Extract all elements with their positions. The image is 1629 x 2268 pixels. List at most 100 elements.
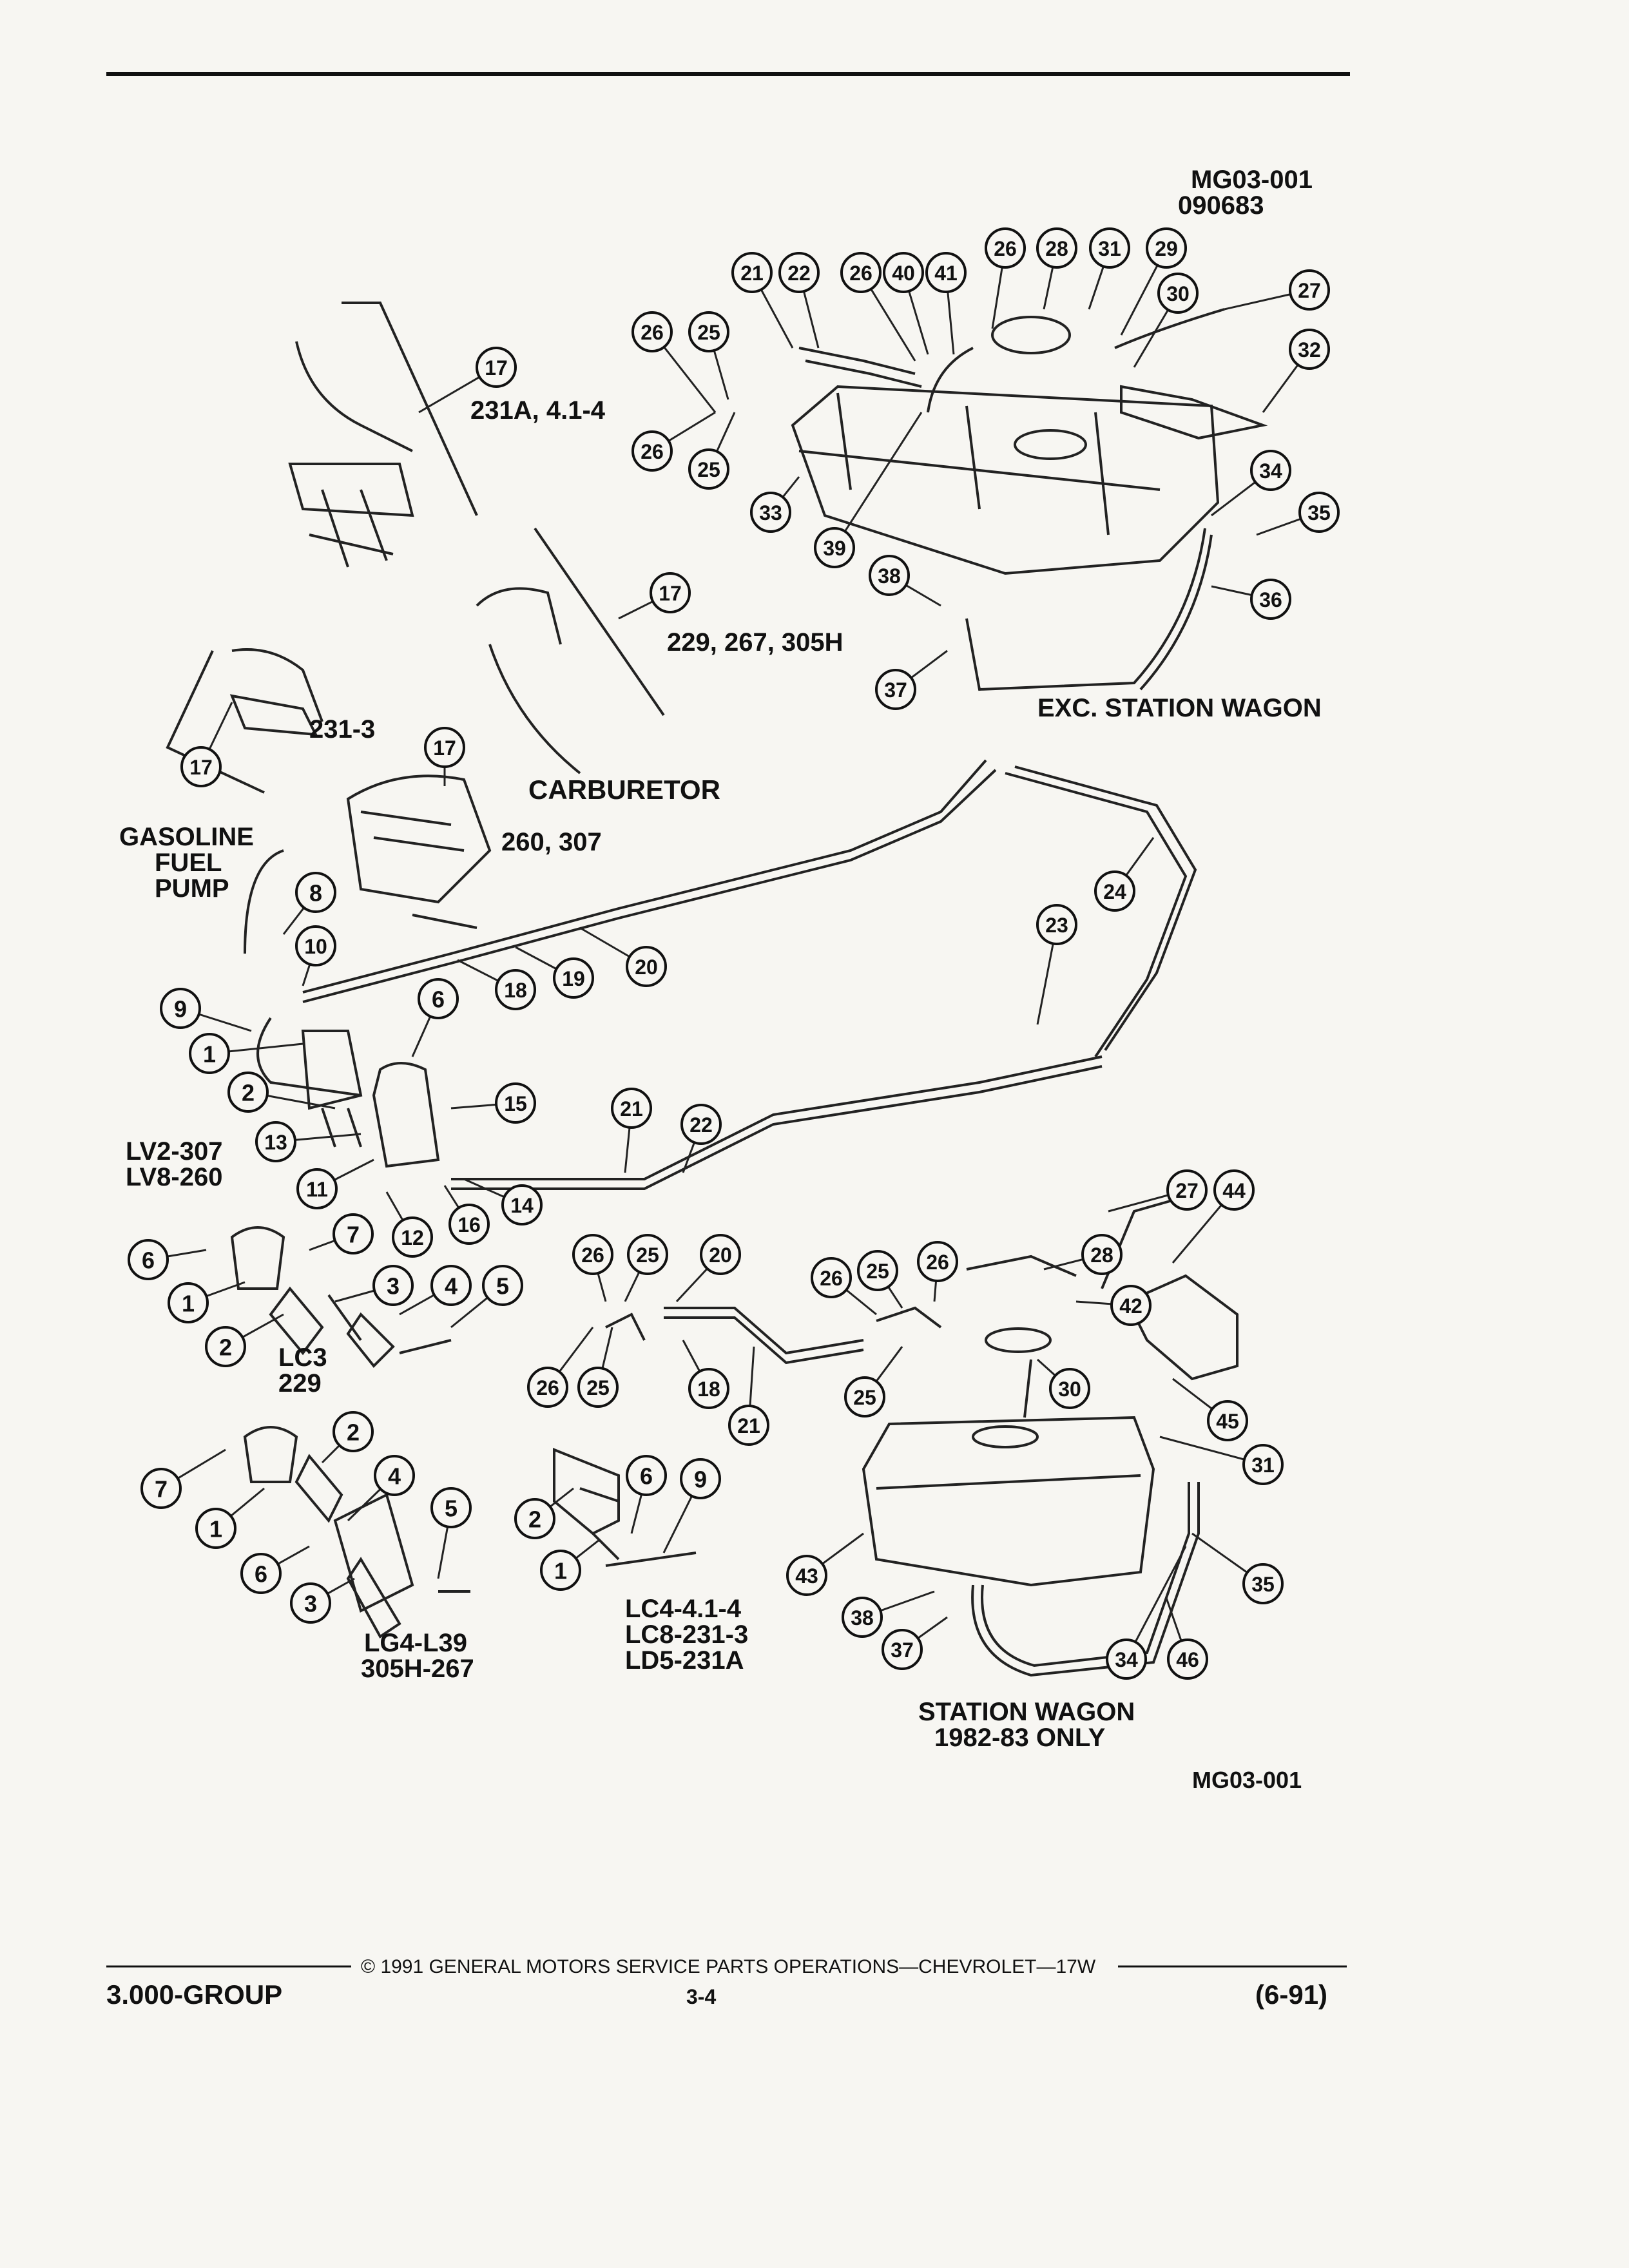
callout-circle	[728, 1405, 769, 1446]
callout-45: 45	[1207, 1400, 1248, 1441]
callout-number: 20	[709, 1244, 732, 1267]
label-station-wagon: STATION WAGON	[918, 1698, 1135, 1726]
label-lc8: LC8-231-3	[625, 1620, 748, 1649]
callout-9: 9	[160, 988, 201, 1029]
label-engine-231a: 231A, 4.1-4	[470, 396, 606, 425]
pump-lc3	[230, 1226, 452, 1368]
label-carb-engines: 260, 307	[501, 828, 602, 856]
callout-circle	[240, 1553, 282, 1594]
callout-number: 17	[189, 756, 213, 779]
callout-number: 17	[659, 582, 682, 605]
callout-6: 6	[418, 978, 459, 1019]
callout-circle	[875, 669, 916, 710]
callout-circle	[611, 1088, 652, 1129]
label-pump: PUMP	[155, 874, 229, 903]
callout-31: 31	[1089, 227, 1130, 269]
callout-circle	[495, 1082, 536, 1124]
callout-circle	[917, 1241, 958, 1282]
callout-number: 6	[640, 1463, 653, 1490]
callout-18: 18	[495, 969, 536, 1010]
callout-number: 38	[851, 1606, 874, 1629]
callout-circle	[1081, 1234, 1123, 1275]
fuel-tank-station-wagon	[862, 1197, 1239, 1677]
callout-circle	[650, 572, 691, 613]
callout-circle	[688, 311, 729, 352]
label-engine-231-3: 231-3	[309, 715, 375, 744]
callout-number: 25	[636, 1244, 659, 1267]
callout-circle	[680, 1104, 722, 1145]
callout-43: 43	[786, 1555, 827, 1596]
footer-date: (6-91)	[1255, 1979, 1327, 2010]
callout-17: 17	[424, 727, 465, 768]
callout-38: 38	[869, 555, 910, 596]
callout-circle	[290, 1582, 331, 1624]
callout-circle	[1166, 1169, 1208, 1211]
callout-number: 18	[697, 1378, 720, 1401]
callout-number: 20	[635, 956, 658, 979]
callout-42: 42	[1110, 1285, 1152, 1326]
callout-2: 2	[514, 1498, 555, 1539]
callout-number: 6	[432, 986, 445, 1013]
callout-26: 26	[572, 1234, 613, 1275]
callout-30: 30	[1049, 1368, 1090, 1409]
pump-lc4	[553, 1448, 697, 1567]
callout-1: 1	[540, 1550, 581, 1591]
callout-circle	[295, 925, 336, 966]
callout-number: 21	[740, 262, 764, 285]
callout-2: 2	[227, 1072, 269, 1113]
callout-circle	[372, 1265, 414, 1306]
callout-number: 42	[1119, 1294, 1142, 1318]
callout-26: 26	[631, 430, 673, 472]
callout-number: 31	[1098, 237, 1121, 260]
carburetor-assembly	[346, 774, 492, 929]
callout-21: 21	[731, 252, 773, 293]
callout-9: 9	[680, 1458, 721, 1499]
callout-circle	[1167, 1639, 1208, 1680]
callout-circle	[1242, 1563, 1284, 1604]
callout-number: 35	[1307, 501, 1331, 524]
callout-number: 26	[641, 440, 664, 463]
callout-22: 22	[778, 252, 820, 293]
callout-circle	[540, 1550, 581, 1591]
callout-number: 13	[264, 1131, 287, 1154]
callout-circle	[1250, 579, 1291, 620]
callout-circle	[527, 1367, 568, 1408]
callout-15: 15	[495, 1082, 536, 1124]
callout-circle	[495, 969, 536, 1010]
callout-circle	[778, 252, 820, 293]
callout-27: 27	[1289, 269, 1330, 311]
callout-number: 5	[496, 1273, 509, 1300]
callout-25: 25	[857, 1250, 898, 1291]
callout-25: 25	[577, 1367, 619, 1408]
callout-number: 33	[759, 501, 782, 524]
callout-circle	[1298, 492, 1340, 533]
callout-circle	[128, 1239, 169, 1280]
callout-number: 30	[1058, 1378, 1081, 1401]
callout-11: 11	[296, 1168, 338, 1209]
callout-18: 18	[688, 1368, 729, 1409]
callout-number: 26	[581, 1244, 604, 1267]
label-lg4: LG4-L39	[364, 1629, 467, 1657]
callout-circle	[882, 1629, 923, 1670]
callout-number: 2	[347, 1419, 360, 1446]
callout-circle	[392, 1216, 433, 1258]
callout-5: 5	[430, 1487, 472, 1528]
callout-circle	[1289, 329, 1330, 370]
callout-circle	[424, 727, 465, 768]
label-gasoline: GASOLINE	[119, 823, 254, 851]
callout-25: 25	[627, 1234, 668, 1275]
callout-circle	[180, 746, 222, 787]
callout-37: 37	[875, 669, 916, 710]
callout-28: 28	[1036, 227, 1077, 269]
callout-19: 19	[553, 957, 594, 999]
engine-inset-229	[476, 527, 665, 774]
callout-circle	[731, 252, 773, 293]
callout-number: 16	[458, 1213, 481, 1236]
callout-circle	[857, 1250, 898, 1291]
callout-circle	[553, 957, 594, 999]
callout-number: 26	[994, 237, 1017, 260]
label-carburetor: CARBURETOR	[528, 774, 720, 805]
callout-25: 25	[844, 1376, 885, 1418]
callout-number: 19	[562, 967, 585, 990]
